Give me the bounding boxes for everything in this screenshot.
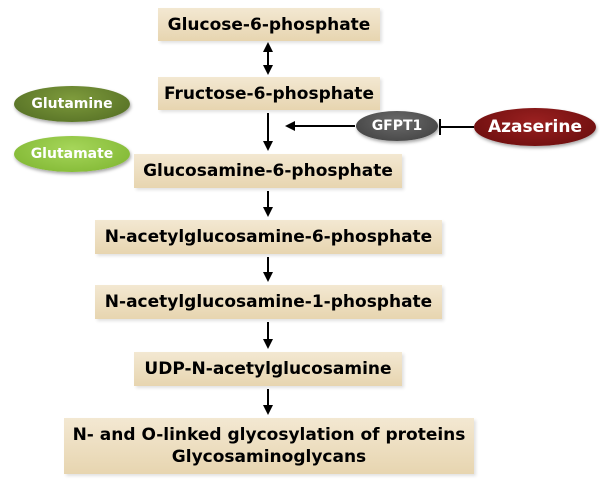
glutamate-oval: Glutamate bbox=[14, 136, 130, 172]
glutamate-label: Glutamate bbox=[30, 146, 114, 162]
glutamine-oval: Glutamine bbox=[14, 86, 130, 122]
glycosylation-outcome-box: N- and O-linked glycosylation of protein… bbox=[64, 418, 474, 474]
n-acetylglucosamine-6-phosphate-label: N-acetylglucosamine-6-phosphate bbox=[104, 227, 433, 247]
n-acetylglucosamine-1-phosphate-label: N-acetylglucosamine-1-phosphate bbox=[104, 292, 433, 312]
glucose-6-phosphate-label: Glucose-6-phosphate bbox=[167, 14, 371, 35]
azaserine-label: Azaserine bbox=[487, 117, 582, 137]
udp-n-acetylglucosamine-box: UDP-N-acetylglucosamine bbox=[134, 352, 402, 386]
gfpt1-enzyme-oval: GFPT1 bbox=[356, 111, 438, 141]
fructose-6-phosphate-box: Fructose-6-phosphate bbox=[158, 77, 380, 110]
glutamine-label: Glutamine bbox=[31, 96, 113, 112]
n-acetylglucosamine-1-phosphate-box: N-acetylglucosamine-1-phosphate bbox=[95, 285, 442, 319]
glycosylation-outcome-line2: Glycosaminoglycans bbox=[171, 447, 367, 467]
glycosylation-outcome-line1: N- and O-linked glycosylation of protein… bbox=[72, 425, 466, 445]
glucosamine-6-phosphate-box: Glucosamine-6-phosphate bbox=[134, 154, 402, 188]
fructose-6-phosphate-label: Fructose-6-phosphate bbox=[164, 83, 374, 104]
udp-n-acetylglucosamine-label: UDP-N-acetylglucosamine bbox=[144, 359, 392, 379]
n-acetylglucosamine-6-phosphate-box: N-acetylglucosamine-6-phosphate bbox=[95, 220, 442, 254]
gfpt1-label: GFPT1 bbox=[371, 118, 423, 134]
glucose-6-phosphate-box: Glucose-6-phosphate bbox=[158, 8, 380, 41]
azaserine-inhibitor-oval: Azaserine bbox=[474, 108, 596, 146]
glucosamine-6-phosphate-label: Glucosamine-6-phosphate bbox=[143, 161, 393, 181]
